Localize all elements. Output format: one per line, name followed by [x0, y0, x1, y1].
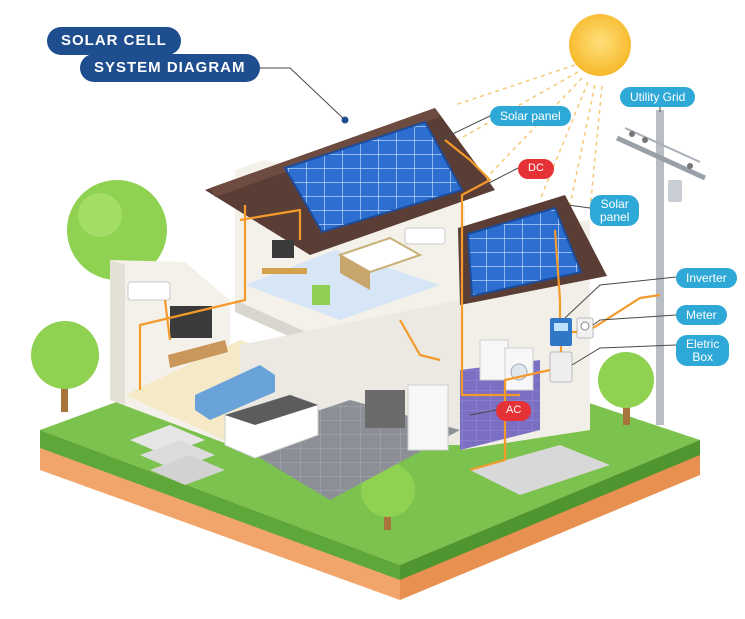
tree-back-left: [67, 180, 167, 290]
label-solar-panel-annex-line2: panel: [600, 209, 630, 224]
meter-icon: [576, 317, 594, 339]
label-utility-grid: Utility Grid: [620, 87, 696, 107]
sun-icon: [569, 14, 631, 76]
leader-lines: [245, 67, 677, 416]
tree-front: [361, 463, 415, 530]
label-electric-box: Eletric Box: [676, 335, 730, 367]
utility-pole: [615, 110, 707, 425]
solar-panel-annex: [466, 206, 583, 298]
label-ac: AC: [496, 401, 532, 421]
solar-panel-main: [283, 120, 464, 234]
label-solar-panel-annex-line1: Solar: [600, 197, 629, 211]
sun-rays: [439, 64, 603, 211]
label-solar-panel-annex: Solar panel: [590, 195, 640, 227]
label-solar-panel-main: Solar panel: [490, 106, 571, 126]
label-electric-box-line2: Box: [692, 349, 714, 364]
leader-dot: [341, 116, 349, 124]
label-electric-box-line1: Eletric: [686, 337, 720, 351]
title-line-2: SYSTEM DIAGRAM: [80, 54, 260, 82]
tree-left: [31, 321, 99, 412]
label-meter: Meter: [676, 305, 727, 325]
electric-box-icon: [549, 351, 573, 383]
tree-right: [598, 352, 654, 425]
wiring: [138, 139, 661, 472]
title-line-1: SOLAR CELL: [47, 27, 181, 55]
label-dc: DC: [518, 159, 554, 179]
inverter-icon: [550, 318, 572, 346]
furniture: [127, 227, 534, 459]
label-inverter: Inverter: [676, 268, 737, 288]
